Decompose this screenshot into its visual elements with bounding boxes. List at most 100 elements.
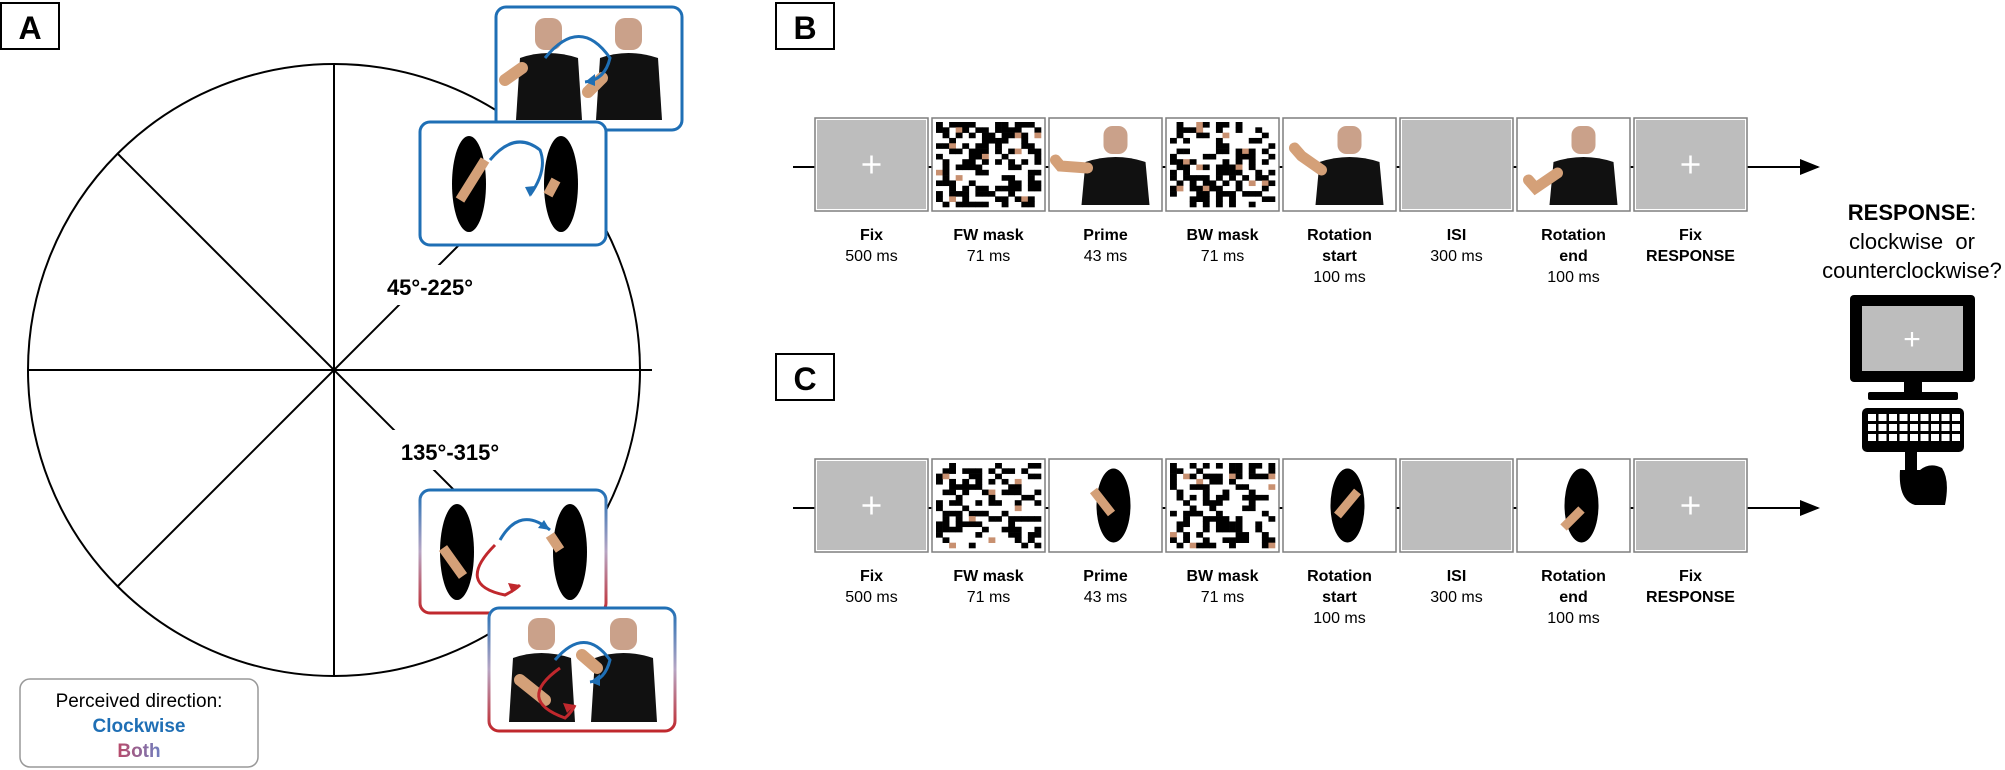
random-noise-mask-icon [936,463,1042,549]
frame-label: Rotation [1307,227,1372,244]
legend-title: Perceived direction: [56,691,223,712]
panel-b-letter-box [775,2,835,50]
computer-monitor-icon: + [1850,295,1975,400]
stick-right [545,532,565,553]
panel-c-letter-box [775,353,835,401]
human-arm-prime-icon [1050,122,1158,207]
range-label-lower: 135°-315° [401,440,499,465]
frame-label: FW mask [953,568,1023,585]
human-arm-end-icon [1521,122,1626,207]
legend-both: Both [117,741,160,762]
keyboard-icon [1862,408,1964,452]
frame-label: Rotation [1307,568,1372,585]
frame-label: 100 ms [1547,610,1599,627]
response-line-2: clockwise or [1849,229,1975,254]
human-arm-start-icon [1287,122,1392,207]
frame-label: Prime [1083,568,1128,585]
trial-frames-b: Fix 500 ms FW mask 71 ms Prime 43 ms BW mask71… [814,117,1748,286]
label-bg-lower [390,430,510,470]
frame-label: Rotation [1541,568,1606,585]
person-figure-left [499,18,582,120]
blank-screen-icon [1402,120,1511,209]
frame-label: end [1559,248,1587,265]
trial-frame: ISI 300 ms [1399,458,1514,606]
trial-frame: Rotation end 100 ms [1516,458,1631,627]
frame-label: FW mask [953,227,1023,244]
panel-a-letter-box [0,2,60,50]
frame-label: 71 ms [967,589,1011,606]
frame-label: Prime [1083,227,1128,244]
frame-label: RESPONSE [1646,589,1735,606]
card-oval-clockwise [418,120,608,247]
panel-b-letter: B [793,10,816,46]
card-human-both [487,606,677,733]
fixation-cross-icon [817,120,926,209]
oval-stick-end-icon [1521,463,1626,548]
random-noise-mask-icon [936,122,1042,208]
frame-label: 300 ms [1430,589,1482,606]
range-label-upper: 45°-225° [387,275,473,300]
response-line-3: counterclockwise? [1822,258,2002,283]
trial-frame: FW mask 71 ms [931,458,1046,606]
frame-label: 43 ms [1084,589,1128,606]
panel-c-letter: C [793,361,816,397]
black-oval-right [553,504,587,600]
frame-label: ISI [1447,568,1467,585]
frame-label: 300 ms [1430,248,1482,265]
frame-label: 500 ms [845,248,897,265]
frame-label: 100 ms [1313,269,1365,286]
frame-label: 100 ms [1547,269,1599,286]
frame-label: 71 ms [1201,589,1245,606]
trial-frame: FW mask 71 ms [931,117,1046,265]
response-block: RESPONSE: clockwise or counterclockwise?… [1822,200,2002,505]
pointing-hand-icon [1899,445,1947,505]
oval-stick-prime-icon [1053,463,1158,548]
counterclockwise-arrow-icon [537,666,577,720]
clockwise-arrow-icon [488,140,544,196]
stick-left [455,157,490,203]
trial-frame: Prime 43 ms [1048,458,1163,606]
trial-frame: ISI 300 ms [1399,117,1514,265]
frame-label: 71 ms [967,248,1011,265]
frame-label: RESPONSE [1646,248,1735,265]
frame-label: Rotation [1541,227,1606,244]
oval-stick-start-icon [1287,463,1392,548]
fixation-cross-icon [1636,120,1745,209]
stick-left [438,545,468,579]
frame-label: BW mask [1186,227,1258,244]
stick-right [543,177,561,198]
frame-label: 43 ms [1084,248,1128,265]
trial-frame: Fix 500 ms [814,117,929,265]
frame-label: BW mask [1186,568,1258,585]
card-human-clockwise [494,5,684,132]
frame-label: start [1322,248,1357,265]
frame-label: Fix [860,568,883,585]
frame-label: ISI [1447,227,1467,244]
fixation-cross-icon [817,461,926,550]
trial-frame: Rotation start 100 ms [1282,117,1397,286]
panel-a-letter: A [18,10,41,46]
frame-label: Fix [860,227,883,244]
panel-a: A 45°-225° 135°-315° [0,2,684,768]
clockwise-arrow-icon [543,35,612,84]
legend-box [19,678,259,768]
black-oval-right [544,136,578,232]
frame-label: Fix [1679,227,1702,244]
random-noise-mask-icon [1170,463,1276,549]
trial-frame: Prime 43 ms [1048,117,1163,265]
card-oval-both [418,488,608,615]
frame-label: Fix [1679,568,1702,585]
random-noise-mask-icon [1170,122,1276,208]
legend: Perceived direction: Clockwise Both [19,678,259,768]
trial-frame: BW mask 71 ms [1165,458,1280,606]
frame-label: start [1322,589,1357,606]
label-bg-upper [375,265,475,305]
frame-label: end [1559,589,1587,606]
legend-clockwise: Clockwise [93,716,186,737]
